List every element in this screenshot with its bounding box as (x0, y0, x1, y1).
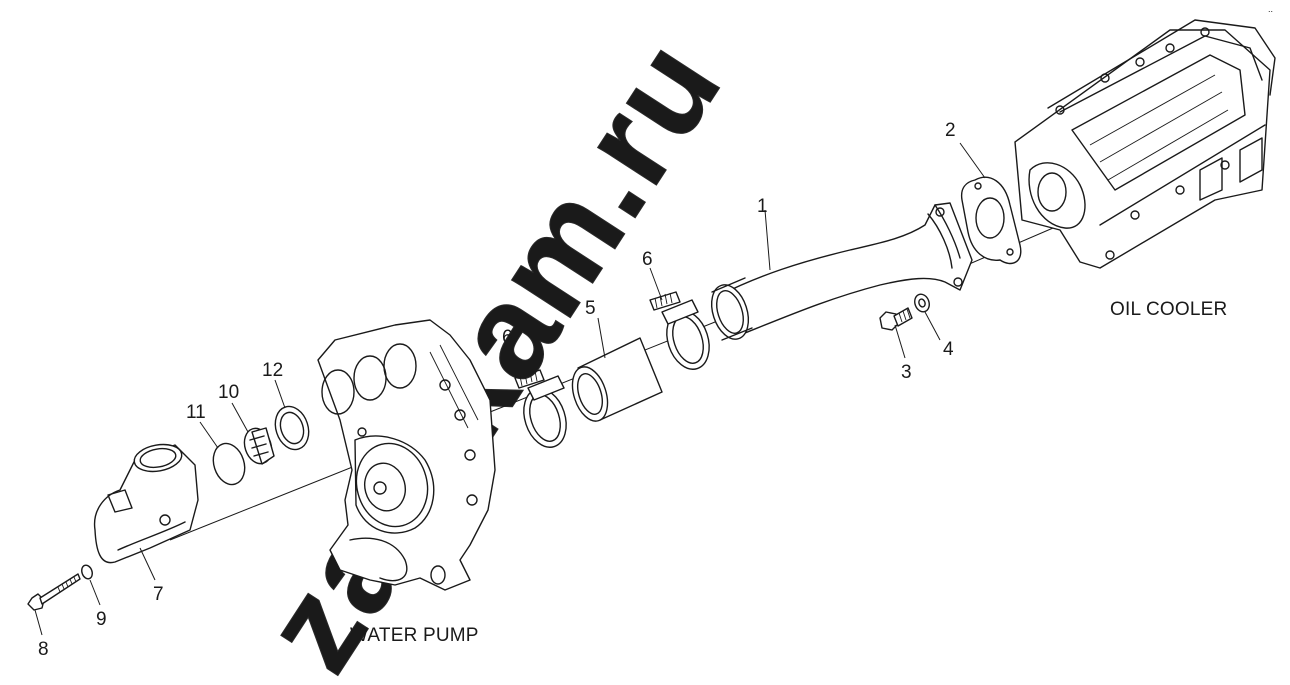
seal-12 (274, 405, 310, 451)
thermostat-10 (243, 427, 275, 465)
oil-cooler-label: OIL COOLER (1110, 299, 1227, 320)
part-number-1: 1 (757, 196, 768, 217)
water-pump-label: WATER PUMP (350, 625, 479, 646)
corner-mark: .. (1268, 4, 1273, 14)
oil-cooler (1014, 19, 1276, 269)
part-number-6-upper: 6 (642, 249, 653, 270)
bolt-8 (27, 573, 81, 611)
part-number-4: 4 (943, 339, 954, 360)
part-number-3: 3 (901, 362, 912, 383)
gasket-2 (960, 176, 1022, 265)
hose-5 (571, 337, 663, 422)
water-pump (317, 319, 496, 591)
part-number-9: 9 (96, 609, 107, 630)
part-number-6-lower: 6 (502, 327, 513, 348)
part-number-10: 10 (218, 382, 239, 403)
thermostat-housing-7 (93, 443, 199, 564)
part-number-7: 7 (153, 584, 164, 605)
bolt-3 (879, 307, 913, 331)
part-number-11: 11 (186, 402, 206, 423)
hose-clamp-6-lower (514, 369, 567, 448)
washer-9 (81, 564, 93, 580)
part-number-2: 2 (945, 120, 956, 141)
part-number-12: 12 (262, 360, 283, 381)
leader-lines (34, 142, 986, 636)
o-ring-11 (212, 442, 246, 486)
washer-4 (914, 293, 930, 313)
part-number-5: 5 (585, 298, 596, 319)
part-number-8: 8 (38, 639, 49, 660)
hose-clamp-6-upper (649, 291, 710, 370)
part-numbers: 1 2 3 4 5 6 6 7 8 9 10 11 12 (38, 120, 956, 660)
pipe-1 (710, 202, 973, 341)
